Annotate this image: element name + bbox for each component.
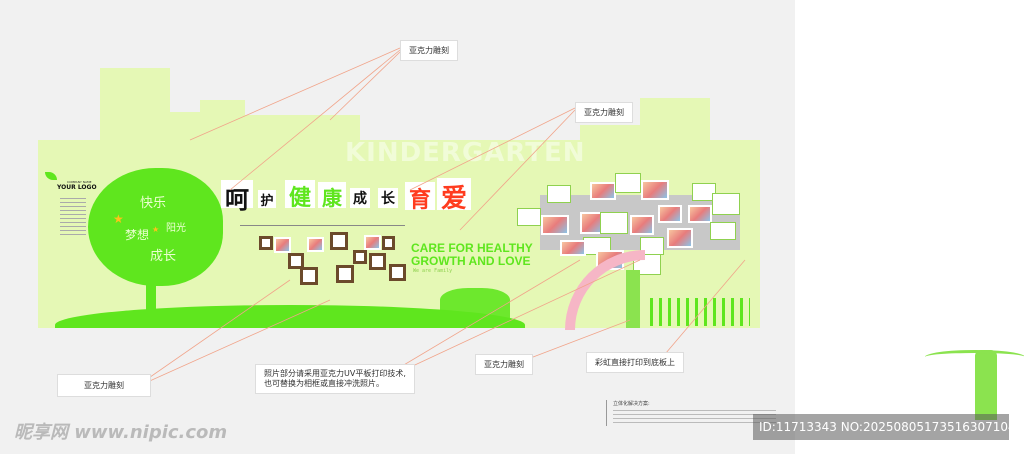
sample-tree	[925, 340, 1024, 420]
tree	[88, 168, 223, 286]
logo-paragraph	[60, 198, 86, 236]
star-icon: ★	[152, 225, 160, 234]
solution-text	[613, 410, 776, 426]
right-grass	[650, 298, 750, 326]
photo-string	[240, 225, 405, 226]
callout-acrylic-top: 亚克力雕刻	[400, 40, 458, 61]
watermark-id: ID:11713343 NO:20250805173516307104	[753, 414, 1009, 440]
callout-rainbow: 彩虹直接打印到底板上	[586, 352, 684, 373]
family-text: We are Family	[413, 268, 453, 274]
wall-bottom	[38, 328, 760, 348]
care-text-2: GROWTH AND LOVE	[411, 254, 531, 268]
leaf-icon	[45, 172, 57, 180]
callout-lines	[142, 47, 746, 385]
callout-acrylic-left: 亚克力雕刻	[57, 374, 151, 397]
logo: COMPANY NAME YOUR LOGO	[45, 172, 97, 191]
watermark-site: 昵享网 www.nipic.com	[14, 422, 228, 443]
solution-block: 立体化解决方案:	[606, 400, 776, 426]
star-icon: ★	[113, 212, 124, 226]
children-silhouette	[440, 288, 510, 318]
callout-photo-note: 照片部分请采用亚克力UV平板打印技术, 也可替换为相框或直接冲洗照片。	[255, 364, 415, 394]
callout-acrylic-mid: 亚克力雕刻	[575, 102, 633, 123]
care-text-1: CARE FOR HEALTHY	[411, 241, 533, 255]
callout-acrylic-bottom: 亚克力雕刻	[475, 354, 533, 375]
tree-trunk	[146, 270, 156, 310]
